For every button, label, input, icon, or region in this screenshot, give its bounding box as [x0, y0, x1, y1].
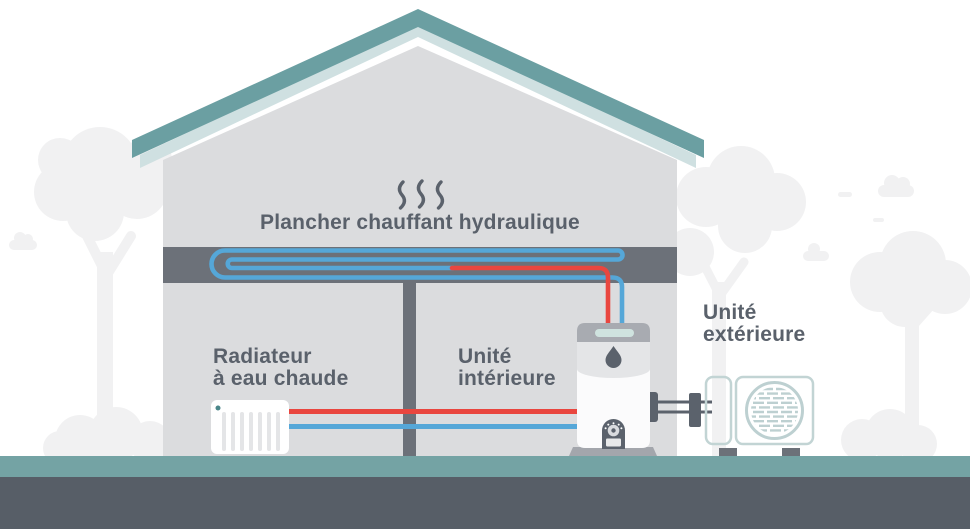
- indoor-unit: [569, 323, 657, 456]
- ground-soil: [0, 477, 970, 529]
- interior-post: [403, 283, 416, 456]
- water-drop-icon: [605, 346, 622, 368]
- tree-left: [9, 127, 172, 465]
- background-trees: [9, 127, 970, 465]
- ground-grass: [0, 456, 970, 477]
- floor-heating-loop: [209, 248, 625, 330]
- ground: [0, 456, 970, 529]
- outdoor-unit: [704, 375, 815, 457]
- indoor-unit-control-panel: [602, 419, 625, 449]
- indoor-unit-label: Unité intérieure: [458, 345, 556, 390]
- refrigerant-connection: [646, 392, 712, 427]
- tree-right: [838, 175, 970, 463]
- indoor-unit-base: [569, 447, 657, 456]
- indoor-unit-vent-slot: [595, 329, 634, 337]
- outdoor-unit-label: Unité extérieure: [703, 301, 806, 346]
- steam-icon: [397, 179, 445, 210]
- outdoor-connector-bracket: [689, 393, 701, 427]
- outdoor-unit-foot: [719, 448, 737, 457]
- cold-pipe-loop: [209, 248, 625, 330]
- radiator-label: Radiateur à eau chaude: [213, 345, 349, 390]
- radiator: [211, 400, 289, 454]
- outdoor-unit-side-box: [704, 375, 733, 446]
- outdoor-unit-foot: [782, 448, 800, 457]
- radiator-valve-dot: [215, 405, 221, 411]
- radiator-pipes: [289, 409, 580, 429]
- tree-middle: [666, 146, 829, 456]
- floor-heating-label: Plancher chauffant hydraulique: [260, 211, 580, 234]
- hot-pipe-loop: [449, 265, 611, 330]
- fan-icon: [745, 381, 804, 440]
- outdoor-unit-fan-box: [734, 375, 815, 446]
